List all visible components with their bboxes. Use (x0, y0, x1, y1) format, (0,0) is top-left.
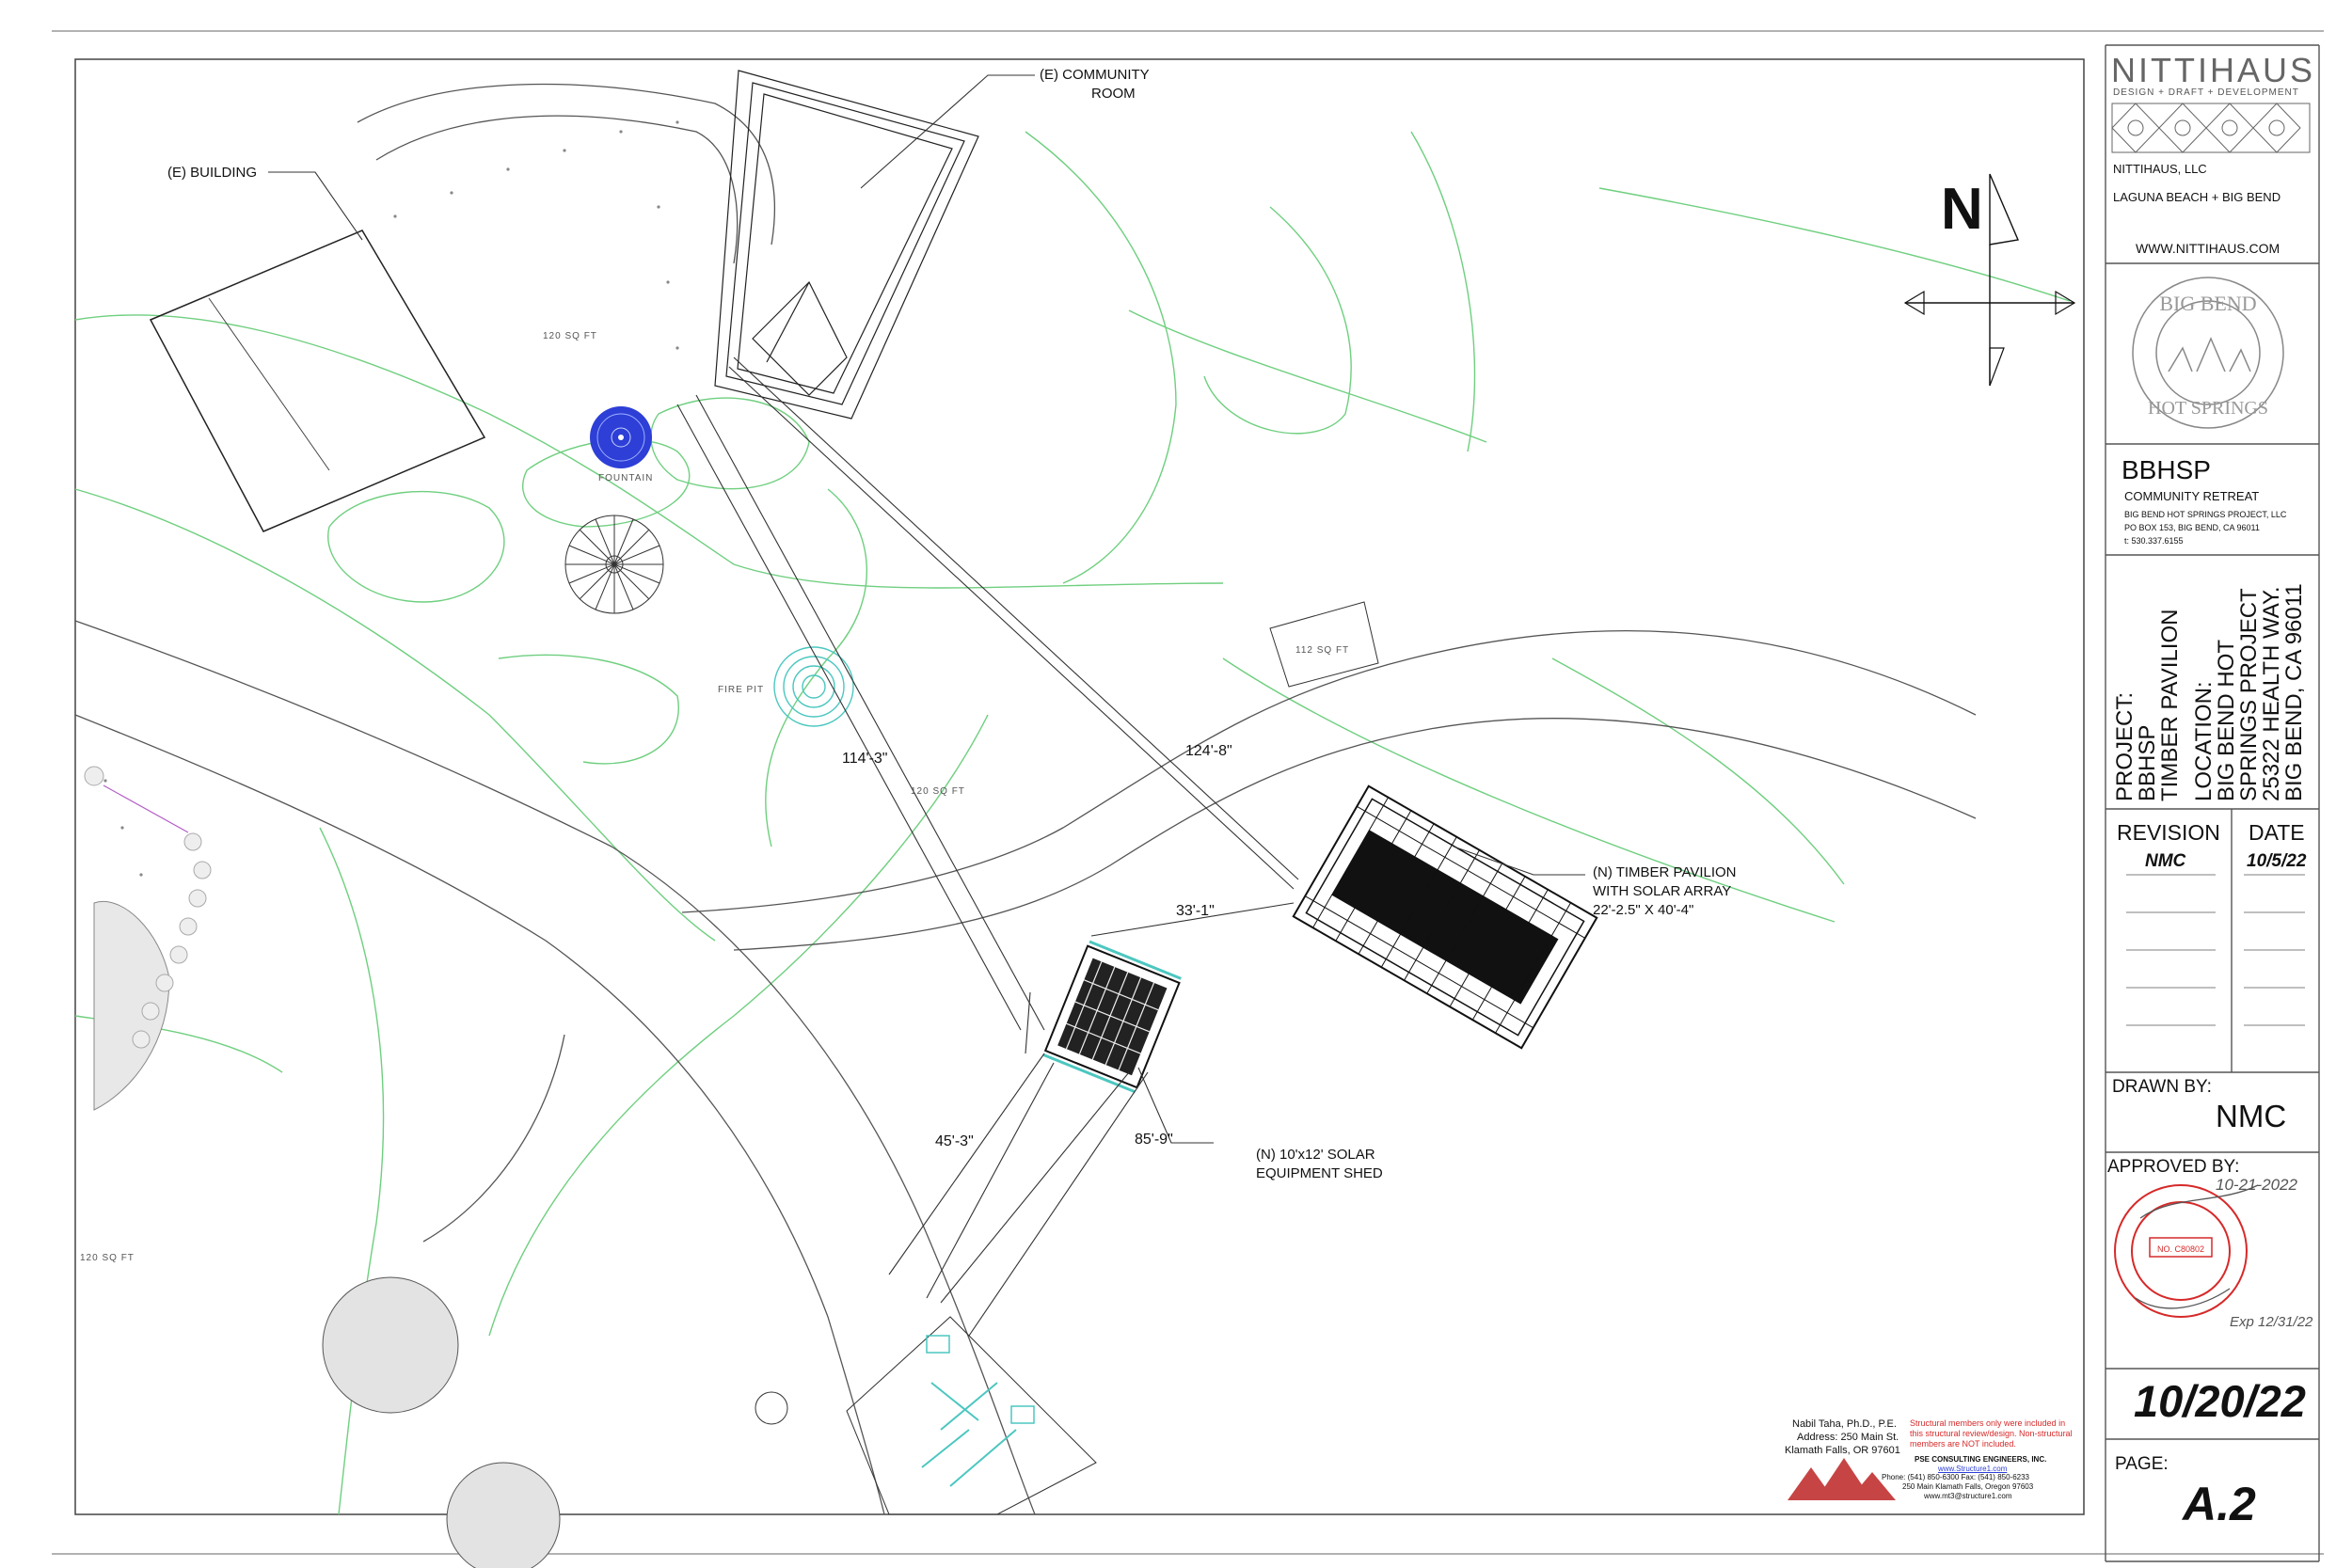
client-line-1: BIG BEND HOT SPRINGS PROJECT, LLC (2124, 510, 2287, 519)
engineer-email: www.mt3@structure1.com (1924, 1492, 2012, 1500)
dimension-lines (676, 356, 1299, 1337)
nittihaus-logo-pattern (2111, 103, 2311, 153)
engineer-disclaimer-3: members are NOT included. (1910, 1439, 2016, 1449)
company-locations: LAGUNA BEACH + BIG BEND (2113, 190, 2281, 204)
approved-by-label: APPROVED BY: (2107, 1157, 2240, 1177)
engineer-phone: Phone: (541) 850-6300 Fax: (541) 850-623… (1882, 1473, 2029, 1481)
engineer-address-2: Klamath Falls, OR 97601 (1785, 1445, 1900, 1456)
stamp-license-text: NO. C80802 (2157, 1244, 2204, 1254)
project-subtitle: COMMUNITY RETREAT (2124, 489, 2260, 503)
client-line-2: PO BOX 153, BIG BEND, CA 96011 (2124, 523, 2260, 532)
fire-pit-graphic (773, 646, 854, 727)
page-label: PAGE: (2115, 1454, 2169, 1474)
big-bend-seal (2132, 277, 2284, 429)
drawn-by-label: DRAWN BY: (2112, 1077, 2212, 1097)
engineer-firm: PSE CONSULTING ENGINEERS, INC. (1915, 1455, 2047, 1464)
north-arrow (1903, 173, 2076, 387)
engineer-web: www.Structure1.com (1938, 1465, 2008, 1473)
sheet-date: 10/20/22 (2134, 1376, 2306, 1426)
engineer-address-1: Address: 250 Main St. (1797, 1432, 1899, 1443)
seal-bottom-text: HOT SPRINGS (2148, 398, 2268, 419)
revision-date-1: 10/5/22 (2247, 851, 2307, 871)
title-block-frame (2105, 44, 2320, 1562)
seal-top-text: BIG BEND (2159, 292, 2256, 315)
community-room-label-line1: (E) COMMUNITY (1040, 67, 1150, 83)
community-room-label-line2: ROOM (1091, 86, 1136, 102)
brand-tagline: DESIGN + DRAFT + DEVELOPMENT (2113, 87, 2299, 98)
company-name: NITTIHAUS, LLC (2113, 162, 2207, 176)
engineer-disclaimer-1: Structural members only were included in (1910, 1418, 2066, 1428)
pavilion-label-line1: (N) TIMBER PAVILION (1593, 864, 1737, 880)
north-label: N (1941, 177, 1983, 242)
vertical-location-4: BIG BEND, CA 96011 (2281, 583, 2307, 801)
pavilion-label-line3: 22'-2.5" X 40'-4" (1593, 902, 1694, 918)
dimension-85-9: 85'-9" (1135, 1132, 1173, 1148)
dotted-path (103, 120, 679, 877)
dimension-124-8: 124'-8" (1185, 743, 1232, 759)
pse-logo (1788, 1458, 1896, 1500)
solar-equipment-shed (1042, 940, 1182, 1094)
tree-row (84, 766, 212, 1049)
engineer-street: 250 Main Klamath Falls, Oregon 97603 (1902, 1482, 2034, 1491)
community-room (714, 70, 979, 420)
brand-name: NITTIHAUS (2111, 51, 2316, 89)
timber-pavilion (1292, 784, 1598, 1050)
area-label-left: 120 SQ FT (80, 1253, 135, 1263)
revision-entry-1: NMC (2145, 851, 2186, 871)
revision-header: REVISION (2117, 820, 2220, 845)
radial-canopy (564, 515, 664, 614)
shed-label-line2: EQUIPMENT SHED (1256, 1165, 1383, 1181)
project-code: BBHSP (2122, 455, 2211, 484)
building-label: (E) BUILDING (167, 165, 258, 181)
stamp-date-1: 10-21-2022 (2216, 1176, 2298, 1194)
client-line-3: t: 530.337.6155 (2124, 536, 2184, 546)
road-outlines (74, 83, 1977, 1515)
dimension-45-3: 45'-3" (935, 1133, 974, 1149)
page-number: A.2 (2183, 1478, 2256, 1530)
vertical-project-2: TIMBER PAVILION (2157, 609, 2183, 801)
date-header: DATE (2249, 820, 2305, 845)
engineer-disclaimer-2: this structural review/design. Non-struc… (1910, 1429, 2073, 1438)
area-label-building: 120 SQ FT (543, 331, 597, 341)
area-label-center: 120 SQ FT (911, 786, 965, 797)
company-website: WWW.NITTIHAUS.COM (2136, 241, 2280, 256)
dimension-33-1: 33'-1" (1176, 903, 1215, 919)
pavilion-label-line2: WITH SOLAR ARRAY (1593, 883, 1732, 899)
drawn-by-value: NMC (2216, 1099, 2287, 1133)
dimension-114-3: 114'-3" (842, 751, 888, 767)
stamp-date-2: Exp 12/31/22 (2230, 1314, 2313, 1330)
approval-stamp (2114, 1184, 2259, 1318)
engineer-name: Nabil Taha, Ph.D., P.E. (1792, 1418, 1897, 1430)
parking-area (846, 1316, 1097, 1515)
existing-building (149, 230, 486, 532)
fire-pit-label: FIRE PIT (718, 685, 765, 695)
area-label-shed: 112 SQ FT (1295, 645, 1350, 656)
drawing-frame (74, 58, 2085, 1515)
shed-label-line1: (N) 10'x12' SOLAR (1256, 1147, 1375, 1163)
leader-lines (268, 74, 1585, 1144)
hatched-pads (93, 901, 788, 1568)
fountain-label: FOUNTAIN (598, 473, 654, 483)
existing-shed-112 (1269, 601, 1379, 688)
fountain-graphic (590, 406, 652, 468)
